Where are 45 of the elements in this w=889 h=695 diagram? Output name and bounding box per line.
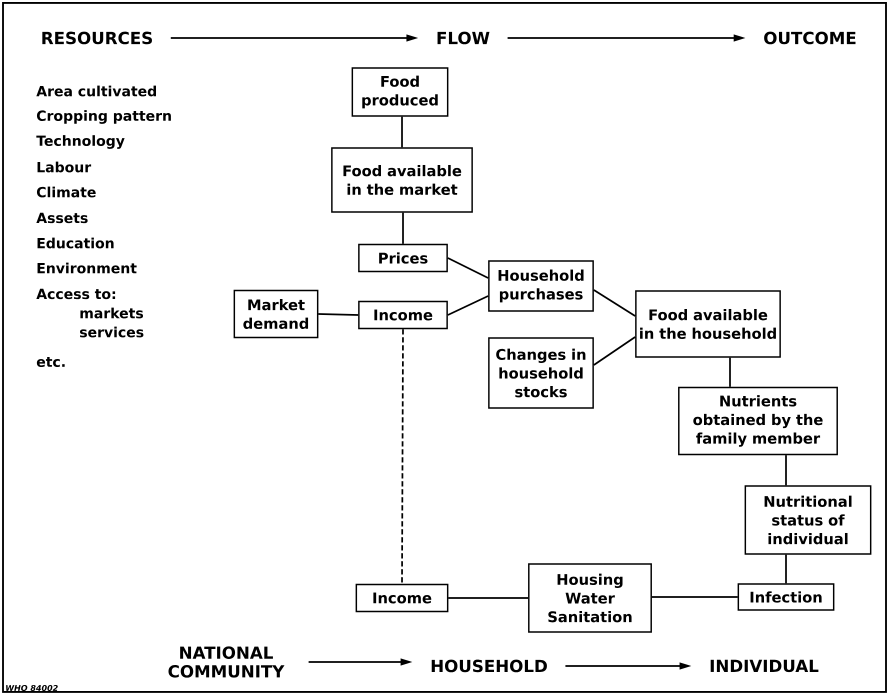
connector-line — [729, 358, 731, 387]
process-box: Nutritional status of individual — [744, 485, 872, 555]
process-box: Income — [358, 300, 448, 330]
list-item: Labour — [38, 162, 92, 172]
list-item: Area cultivated — [36, 86, 156, 96]
list-item: services — [80, 326, 144, 338]
process-box: Household purchases — [488, 260, 594, 312]
heading-text: HOUSEHOLD — [432, 660, 547, 672]
connector-line — [401, 329, 404, 584]
process-box: Nutrients obtained by the family member — [678, 386, 838, 456]
figure-code: WHO 84002 — [6, 684, 58, 691]
connector-line — [652, 596, 738, 598]
list-item: Cropping pattern — [36, 110, 171, 124]
list-item: Education — [38, 238, 114, 248]
list-item: Assets — [36, 212, 88, 224]
list-item: etc. — [36, 356, 65, 367]
process-box: Food available in the market — [331, 147, 473, 213]
heading-text: RESOURCES — [42, 32, 152, 44]
process-box: Housing Water Sanitation — [528, 563, 652, 633]
heading-text: FLOW — [438, 32, 490, 44]
connector-line — [447, 257, 489, 279]
connector-line — [785, 554, 787, 584]
connector-line — [448, 295, 489, 316]
process-box: Income — [356, 584, 448, 612]
list-item: Climate — [36, 186, 96, 198]
heading-text: OUTCOME — [764, 32, 856, 44]
connector-line — [402, 212, 404, 244]
connector-line — [318, 313, 358, 316]
process-box: Changes in household stocks — [488, 337, 594, 409]
heading-text: INDIVIDUAL — [710, 660, 818, 672]
process-box: Food produced — [352, 67, 448, 117]
connector-line — [401, 116, 403, 148]
list-item: markets — [80, 308, 144, 318]
connector-line — [785, 455, 787, 486]
list-item: Access to: — [36, 288, 116, 300]
connector-line — [448, 597, 528, 599]
heading-text: NATIONAL COMMUNITY — [168, 646, 284, 678]
list-item: Technology — [36, 135, 125, 149]
list-item: Environment — [38, 262, 137, 274]
connector-line — [593, 336, 636, 366]
process-box: Prices — [358, 244, 448, 272]
process-box: Infection — [738, 583, 834, 611]
process-box: Food available in the household — [635, 290, 781, 358]
connector-line — [593, 289, 636, 317]
process-box: Market demand — [234, 290, 318, 338]
